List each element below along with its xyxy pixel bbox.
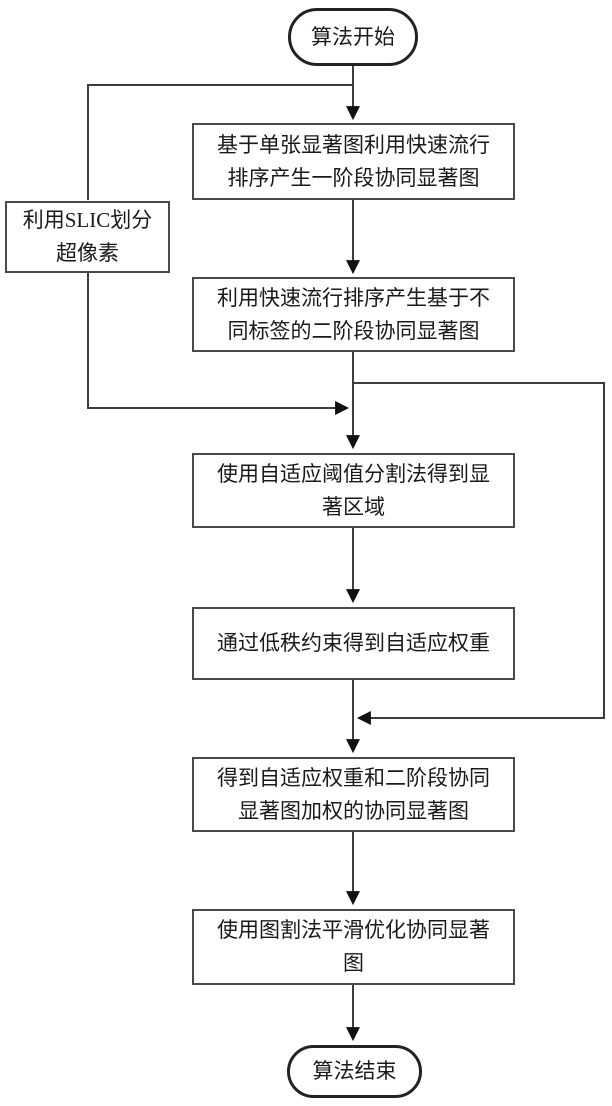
start-terminal: 算法开始: [288, 8, 418, 66]
process-graph-cut-smoothing: 使用图割法平滑优化协同显著 图: [192, 909, 515, 985]
process-low-rank-weights: 通过低秩约束得到自适应权重: [192, 607, 515, 680]
process-stage2-cosaliency: 利用快速流行排序产生基于不 同标签的二阶段协同显著图: [192, 277, 515, 352]
process-adaptive-threshold: 使用自适应阈值分割法得到显 著区域: [192, 453, 515, 528]
arrow-step2-bypass-to-step5-junction: [353, 382, 605, 725]
process-weighted-cosaliency: 得到自适应权重和二阶段协同 显著图加权的协同显著图: [192, 757, 515, 832]
line-start-branch-to-slic: [87, 84, 353, 200]
process-stage1-cosaliency: 基于单张显著图利用快速流行 排序产生一阶段协同显著图: [192, 123, 515, 200]
process-slic-superpixel: 利用SLIC划分 超像素: [5, 201, 170, 273]
arrow-slic-to-junction: [87, 273, 350, 415]
end-terminal: 算法结束: [287, 1045, 422, 1098]
